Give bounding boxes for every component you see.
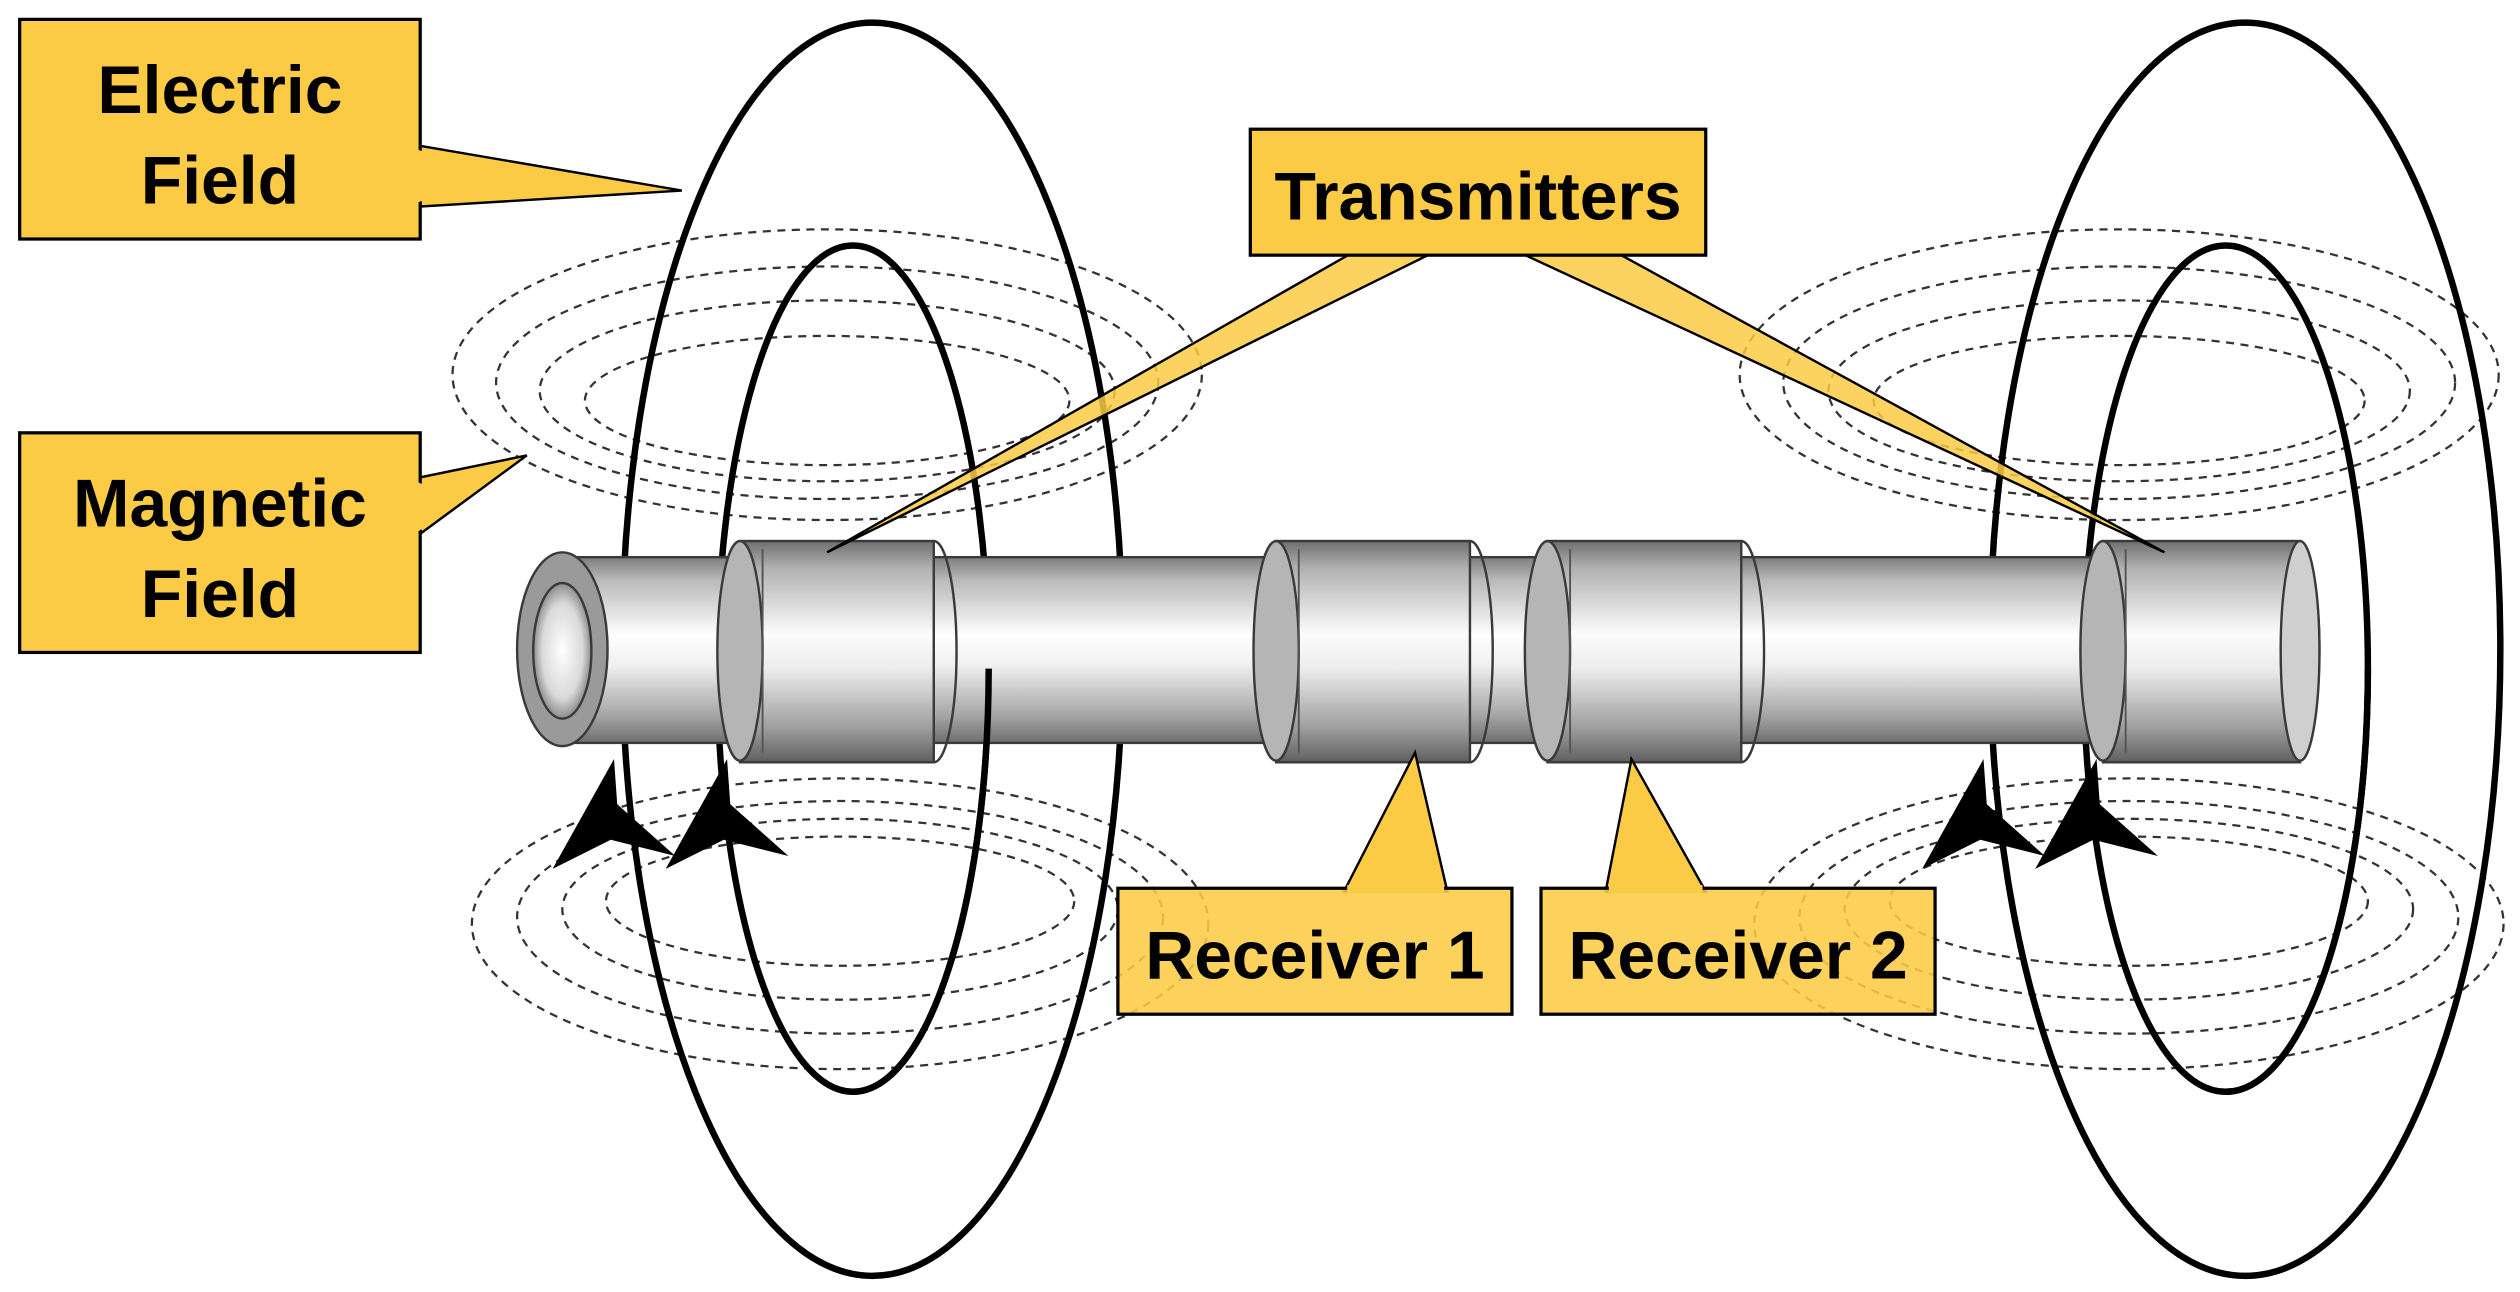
transmitter-ring-left <box>716 539 958 764</box>
receiver-2-pointer <box>1604 755 1708 893</box>
arrowhead-icon <box>665 759 789 869</box>
electric-field-callout: Electric Field <box>18 17 683 241</box>
magnetic-field-pointer <box>415 454 528 539</box>
electric-field-pointer <box>415 143 683 209</box>
arrowhead-icon <box>552 759 676 869</box>
magnetic-field-lines-right-top <box>1738 228 2500 522</box>
receiver-1-pointer <box>1341 749 1449 893</box>
tool-bore <box>532 581 593 720</box>
magnetic-field-lines-left-top <box>451 228 1203 522</box>
field-direction-arrows <box>552 759 2158 869</box>
receiver-ring-1 <box>1252 539 1494 764</box>
transmitters-pointer-right <box>1517 250 2165 554</box>
magnetic-field-callout: Magnetic Field <box>18 431 528 655</box>
transmitters-callout: Transmitters <box>826 127 2165 554</box>
receiver-2-callout: Receiver 2 <box>1539 755 1937 1016</box>
electric-field-front-arcs <box>853 668 2372 1095</box>
receiver-1-callout: Receiver 1 <box>1116 749 1514 1016</box>
electric-field-label-line1: Electric <box>97 53 342 128</box>
arrowhead-icon <box>1922 759 2045 869</box>
receiver-1-label: Receiver 1 <box>1145 919 1484 994</box>
transmitter-ring-right <box>2079 539 2321 764</box>
logging-tool <box>515 539 2321 764</box>
receiver-ring-2 <box>1523 539 1766 764</box>
arrowhead-icon <box>2035 759 2158 869</box>
magnetic-field-label-line1: Magnetic <box>73 466 367 541</box>
magnetic-field-label-line2: Field <box>141 557 299 632</box>
transmitters-label: Transmitters <box>1274 160 1681 235</box>
receiver-2-label: Receiver 2 <box>1568 919 1907 994</box>
electric-field-label-line2: Field <box>141 143 299 218</box>
